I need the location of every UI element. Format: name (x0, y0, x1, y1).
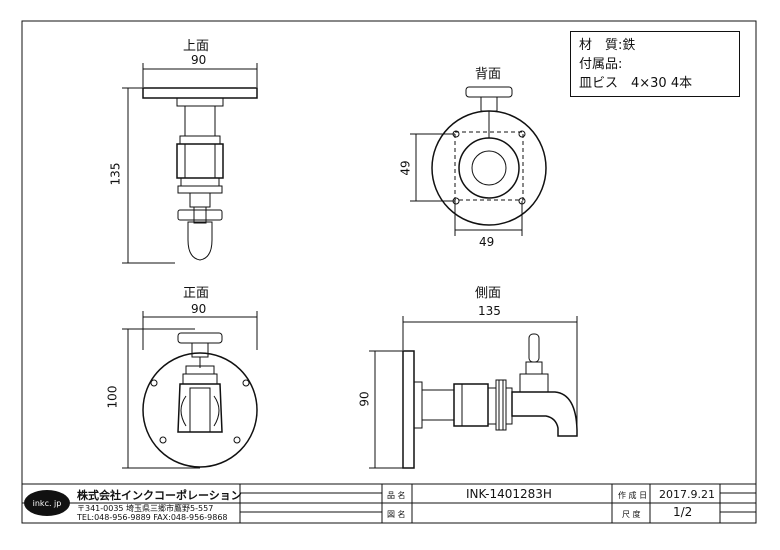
back-view (410, 86, 547, 236)
back-view-title: 背面 (475, 67, 502, 82)
spec-accessories-label: 付属品: (579, 57, 623, 72)
scale-value: 1/2 (673, 505, 693, 519)
side-view-width-dim: 135 (478, 304, 501, 318)
title-block (22, 483, 756, 523)
top-view (122, 63, 258, 264)
front-view-height-dim: 100 (105, 385, 120, 409)
side-view-title: 側面 (475, 286, 502, 301)
front-view-width-dim: 90 (191, 302, 207, 316)
product-name-label: 品 名 (387, 491, 406, 500)
drawing-frame (21, 20, 757, 524)
back-view-height-dim: 49 (398, 160, 413, 176)
company-name: 株式会社インクコーポレーション (77, 489, 242, 502)
spec-accessories: 皿ビス 4×30 4本 (579, 76, 693, 91)
front-view (122, 311, 258, 469)
top-view-title: 上面 (183, 39, 210, 54)
company-address: 〒341-0035 埼玉県三郷市鷹野5-557 (77, 504, 214, 513)
spec-box: 材 質:鉄 付属品: 皿ビス 4×30 4本 (570, 31, 740, 97)
product-name: INK-1401283H (466, 487, 552, 501)
company-logo: inkc. jp (24, 490, 70, 516)
front-view-title: 正面 (183, 286, 210, 301)
side-view (369, 316, 578, 469)
spec-material: 材 質:鉄 (579, 38, 636, 53)
top-view-width-dim: 90 (191, 53, 207, 67)
company-tel-fax: TEL:048-956-9889 FAX:048-956-9868 (77, 513, 228, 522)
side-view-height-dim: 90 (357, 391, 372, 407)
date-value: 2017.9.21 (659, 488, 715, 501)
scale-label: 尺 度 (622, 510, 641, 519)
back-view-width-dim: 49 (479, 235, 495, 249)
date-label: 作 成 日 (618, 491, 648, 500)
top-view-height-dim: 135 (108, 162, 123, 186)
drawing-number-label: 図 名 (387, 510, 406, 519)
